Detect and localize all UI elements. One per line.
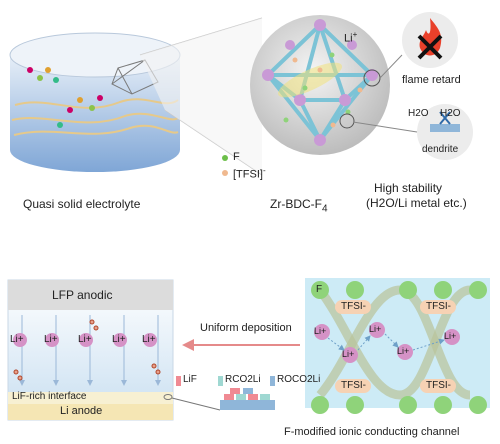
channel-li-label-1: Li+: [314, 326, 327, 336]
cell-li-label-1: Li+: [10, 334, 24, 345]
mof-caption-text: Zr-BDC-F: [270, 197, 322, 211]
water-label-2: H2O: [440, 108, 461, 119]
channel-f-label: F: [316, 284, 323, 295]
flame-retard-graphic: [379, 12, 458, 79]
arrow-label: Uniform deposition: [200, 322, 292, 334]
interface-label: LiF-rich interface: [12, 391, 87, 402]
channel-tfsi-label-4: TFSI-: [426, 380, 451, 391]
li-ion-text: Li: [344, 32, 353, 45]
ionic-channel: [305, 278, 490, 414]
stability-line-1: High stability: [374, 181, 443, 195]
legend-rco2li-swatch: [218, 376, 223, 386]
mof-caption: Zr-BDC-F4: [270, 197, 328, 214]
cell-li-label-3: Li+: [78, 334, 92, 345]
cell-li-label-5: Li+: [142, 334, 156, 345]
legend-tfsi-ball: [222, 170, 228, 176]
legend-rco2li-label: RCO2Li: [225, 374, 261, 385]
zoom-cone: [140, 18, 262, 175]
legend-f-ball: [222, 155, 228, 161]
channel-caption: F-modified ionic conducting channel: [284, 426, 460, 438]
anode-label: Li anode: [60, 405, 103, 417]
channel-li-label-5: Li+: [444, 331, 457, 341]
electrolyte-cylinder: [9, 32, 181, 172]
flame-retard-label: flame retard: [402, 74, 461, 86]
li-ion-sup: +: [352, 30, 358, 39]
cell-li-label-4: Li+: [112, 334, 126, 345]
channel-li-label-2: Li+: [342, 349, 355, 359]
sei-layer-graphic: [220, 388, 275, 410]
channel-tfsi-label-2: TFSI-: [426, 301, 451, 312]
li-anode-cell: [7, 279, 221, 421]
cell-top-label: LFP anodic: [52, 288, 113, 302]
dendrite-graphic: [352, 104, 473, 160]
legend-tfsi-text: [TFSI]: [233, 168, 263, 181]
legend-f-label: F: [233, 151, 240, 163]
water-label-1: H2O: [408, 108, 429, 119]
cell-li-label-2: Li+: [44, 334, 58, 345]
mof-sphere: [250, 15, 390, 155]
legend-lif-label: LiF: [183, 374, 197, 385]
stability-line-2: (H2O/Li metal etc.): [366, 196, 467, 210]
channel-tfsi-label-3: TFSI-: [341, 380, 366, 391]
uniform-deposition-arrow: [182, 339, 300, 351]
mof-caption-sub: 4: [321, 203, 328, 215]
dendrite-label: dendrite: [422, 144, 459, 155]
legend-tfsi-label: [TFSI]-: [233, 166, 266, 181]
legend-tfsi-sup: -: [262, 166, 266, 175]
legend-roco2li-swatch: [270, 376, 275, 386]
cylinder-caption: Quasi solid electrolyte: [23, 197, 141, 211]
mof-li-ion-label: Li+: [344, 30, 357, 45]
channel-tfsi-label-1: TFSI-: [341, 301, 366, 312]
legend-roco2li-label: ROCO2Li: [277, 374, 321, 385]
channel-li-label-4: Li+: [397, 346, 410, 356]
legend-lif-swatch: [176, 376, 181, 386]
channel-li-label-3: Li+: [369, 324, 382, 334]
